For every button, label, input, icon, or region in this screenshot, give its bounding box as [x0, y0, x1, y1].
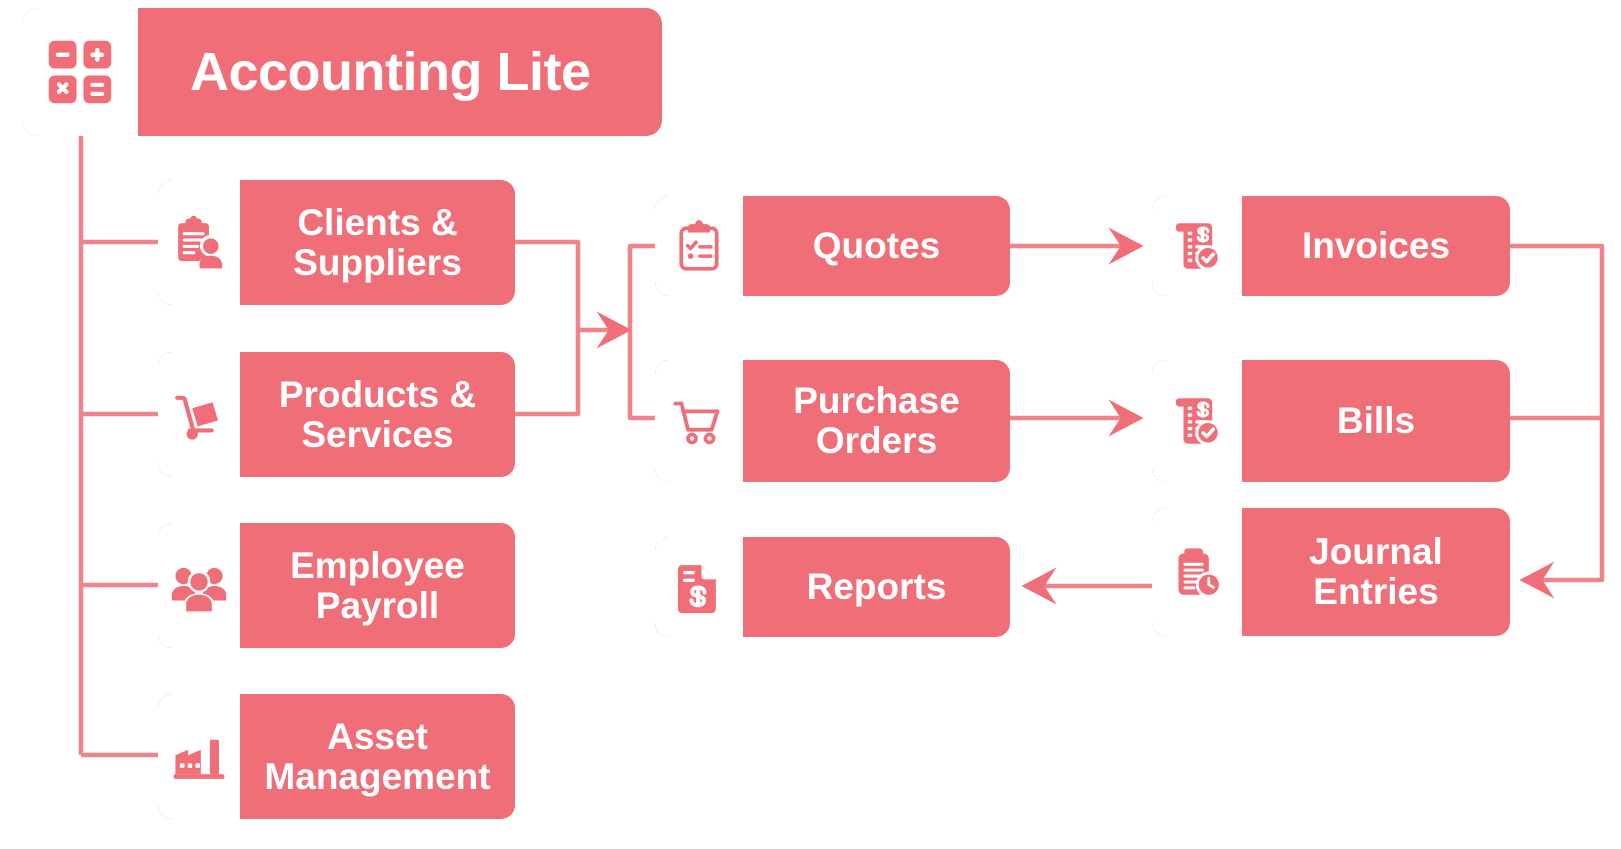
calculator-icon — [22, 8, 138, 136]
brand-title: Accounting Lite — [190, 41, 591, 102]
node-asset-management[interactable]: Asset Management — [158, 694, 515, 819]
node-invoices[interactable]: Invoices — [1152, 196, 1510, 296]
node-employee-payroll[interactable]: Employee Payroll — [158, 523, 515, 648]
people-group-icon — [158, 523, 240, 648]
node-journal-entries[interactable]: Journal Entries — [1152, 508, 1510, 636]
clipboard-clock-icon — [1152, 508, 1242, 636]
node-label: Invoices — [1301, 225, 1451, 267]
node-label: Employee Payroll — [290, 544, 465, 626]
clipboard-checklist-icon — [655, 196, 743, 296]
node-label: Quotes — [812, 225, 941, 267]
wire-clients-merge — [515, 239, 581, 417]
factory-icon — [158, 694, 240, 819]
node-label: Reports — [806, 566, 947, 608]
brand-card[interactable]: Accounting Lite — [22, 8, 662, 136]
node-label: Journal Entries — [1309, 531, 1443, 612]
wire-invoices-to-journal — [1510, 243, 1605, 599]
node-label: Bills — [1336, 400, 1416, 442]
invoice-check-icon — [1152, 360, 1242, 482]
node-reports[interactable]: Reports — [655, 537, 1010, 637]
node-quotes[interactable]: Quotes — [655, 196, 1010, 296]
node-clients-suppliers[interactable]: Clients & Suppliers — [158, 180, 515, 305]
hand-truck-icon — [158, 352, 240, 477]
node-products-services[interactable]: Products & Services — [158, 352, 515, 477]
node-bills[interactable]: Bills — [1152, 360, 1510, 482]
node-label: Purchase Orders — [793, 380, 960, 461]
clipboard-person-icon — [158, 180, 240, 305]
shopping-cart-icon — [655, 360, 743, 482]
document-dollar-icon — [655, 537, 743, 637]
node-label: Products & Services — [278, 373, 477, 455]
node-label: Asset Management — [264, 715, 491, 797]
node-label: Clients & Suppliers — [293, 201, 462, 283]
node-purchase-orders[interactable]: Purchase Orders — [655, 360, 1010, 482]
wire-split-bracket — [627, 243, 655, 421]
invoice-check-icon — [1152, 196, 1242, 296]
